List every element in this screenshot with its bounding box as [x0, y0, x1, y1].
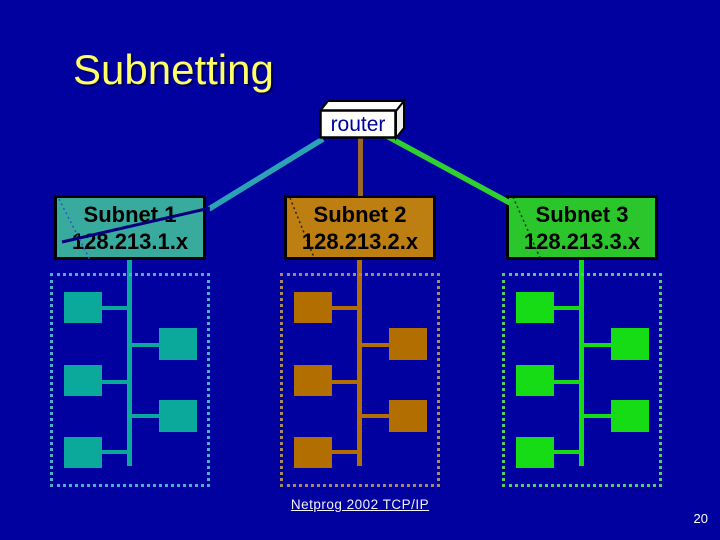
page-number: 20: [693, 511, 708, 526]
subnet-3-name: Subnet 3: [535, 201, 629, 227]
footer-text: Netprog 2002 TCP/IP: [290, 497, 430, 512]
subnet-2-name: Subnet 2: [313, 201, 407, 227]
host-connector: [332, 306, 358, 310]
subnet-2-address: 128.213.2.x: [301, 228, 419, 254]
host-connector: [332, 380, 358, 384]
host-connector: [332, 450, 358, 454]
subnet-1-ethernet-bus: [127, 260, 132, 466]
host-box: [389, 400, 427, 432]
host-connector: [554, 450, 580, 454]
router-box-side-face: [395, 98, 405, 141]
host-connector: [583, 414, 612, 418]
router-label: router: [331, 113, 386, 136]
subnet-1-region: [50, 273, 210, 487]
subnet-1-group: Subnet 1 128.213.1.x: [50, 190, 212, 495]
subnet-1-label-box: Subnet 1 128.213.1.x: [54, 195, 206, 260]
host-box: [294, 365, 332, 396]
host-connector: [131, 343, 160, 347]
subnet-2-group: Subnet 2 128.213.2.x: [280, 190, 442, 495]
subnet-2-label-box: Subnet 2 128.213.2.x: [284, 195, 436, 260]
host-box: [294, 292, 332, 323]
subnet-3-label-box: Subnet 3 128.213.3.x: [506, 195, 658, 260]
host-box: [516, 292, 554, 323]
subnet-3-group: Subnet 3 128.213.3.x: [502, 190, 664, 495]
host-box: [159, 400, 197, 432]
router-box-top-face: [317, 100, 407, 112]
host-box: [64, 437, 102, 468]
host-box: [389, 328, 427, 360]
host-connector: [102, 450, 128, 454]
router-box-front-face: [319, 109, 397, 139]
host-box: [294, 437, 332, 468]
subnet-1-address: 128.213.1.x: [71, 228, 189, 254]
host-box: [516, 365, 554, 396]
host-box: [516, 437, 554, 468]
host-connector: [361, 343, 390, 347]
host-box: [64, 365, 102, 396]
subnet-2-ethernet-bus: [357, 260, 362, 466]
subnet-3-address: 128.213.3.x: [523, 228, 641, 254]
host-box: [611, 328, 649, 360]
host-box: [64, 292, 102, 323]
host-box: [159, 328, 197, 360]
subnet-3-region: [502, 273, 662, 487]
host-connector: [102, 380, 128, 384]
host-connector: [131, 414, 160, 418]
slide-title: Subnetting: [73, 46, 274, 93]
host-connector: [554, 306, 580, 310]
host-connector: [583, 343, 612, 347]
subnet-1-name: Subnet 1: [83, 201, 177, 227]
host-connector: [102, 306, 128, 310]
host-connector: [554, 380, 580, 384]
host-connector: [361, 414, 390, 418]
subnet-3-ethernet-bus: [579, 260, 584, 466]
subnet-2-region: [280, 273, 440, 487]
router-box: router: [317, 98, 407, 141]
host-box: [611, 400, 649, 432]
